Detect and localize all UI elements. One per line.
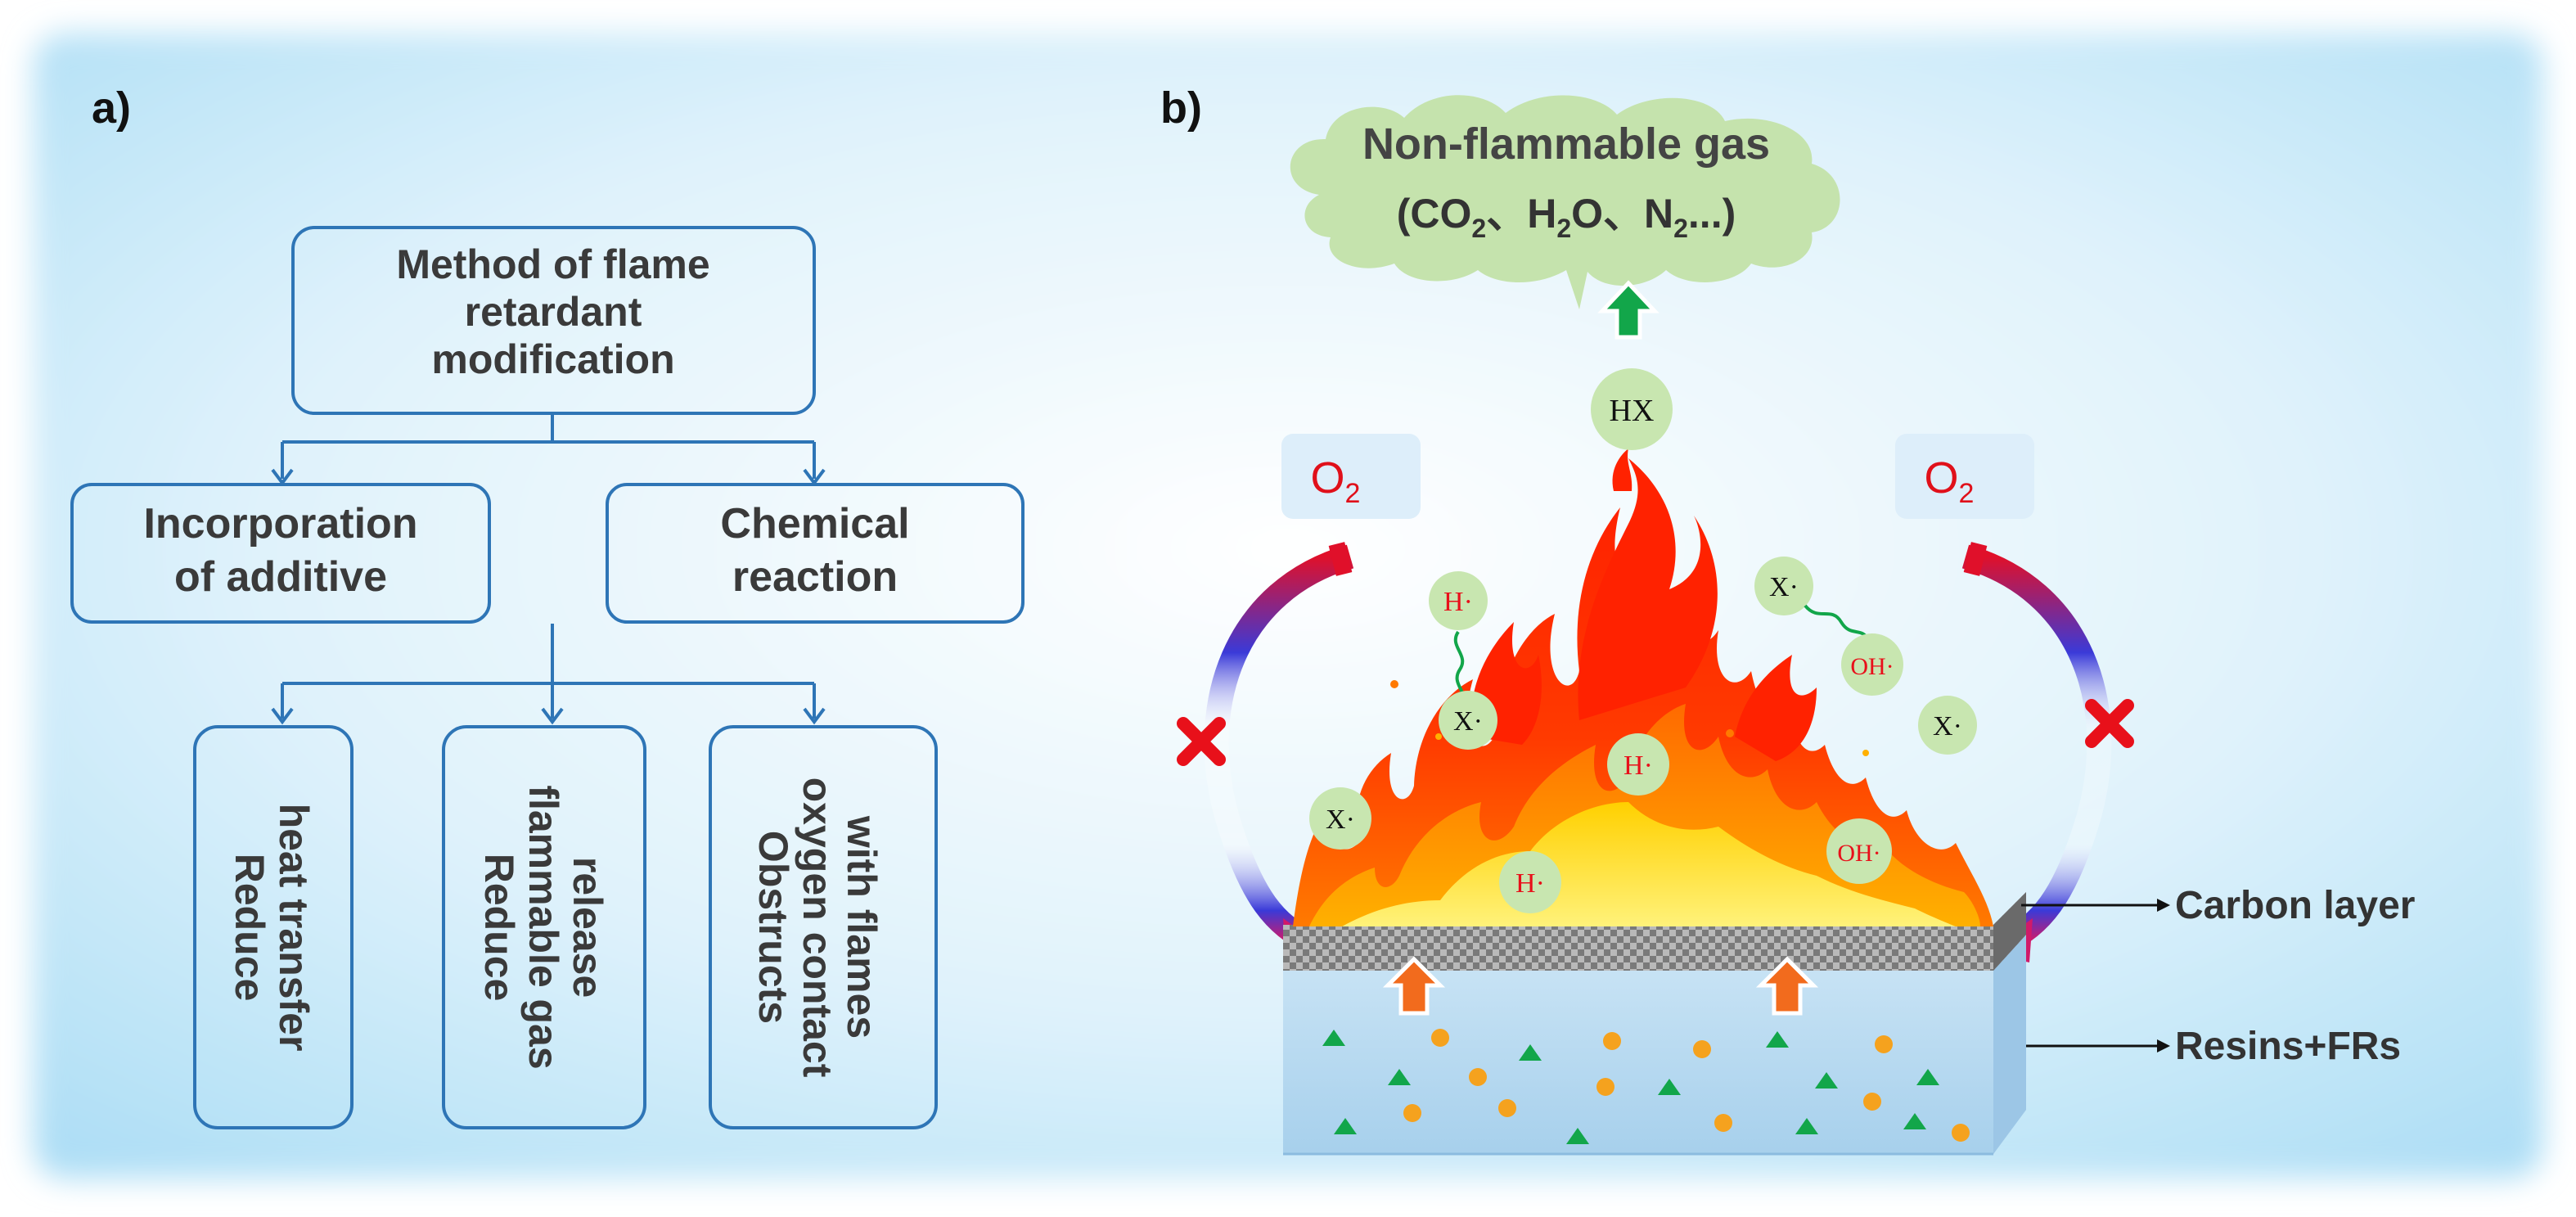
fr-triangle <box>1322 1030 1345 1046</box>
reduce-flammable-gas-box <box>442 725 646 1129</box>
cloud-line-2: (CO2、H2O、N2...) <box>1397 191 1736 243</box>
additive-box-line-1: Incorporation <box>143 500 417 548</box>
panel-a: a) Method of flame retardant modificatio… <box>70 83 1025 1129</box>
svg-text:X·: X· <box>1769 572 1799 602</box>
panel-b: b) Non-flammable gas (CO2、H2O、N2...) O2 … <box>1160 83 2415 1156</box>
gas-box-line-2: flammable gas <box>520 785 566 1069</box>
oxygen-block-x-left <box>1177 717 1226 766</box>
flame-retardant-particles <box>1322 1029 1970 1144</box>
chemical-reaction-line-1: Chemical <box>720 500 909 548</box>
spark-dot <box>1390 680 1398 688</box>
panel-a-connectors <box>281 413 816 719</box>
fr-dot <box>1952 1124 1970 1142</box>
oxygen-label-right: O2 <box>1895 434 2034 519</box>
radical-x-right: X· <box>1918 696 1977 755</box>
fr-dot <box>1603 1032 1621 1050</box>
root-box-line-2: retardant <box>465 289 642 335</box>
carbon-layer-label: Carbon layer <box>2175 884 2415 927</box>
svg-text:OH·: OH· <box>1837 840 1880 867</box>
resin-layer <box>1283 935 2026 1156</box>
flame-tall-tongue <box>1578 458 1718 720</box>
carbon-layer-callout: Carbon layer <box>2021 884 2415 927</box>
radical-hx: HX <box>1591 368 1673 450</box>
spark-dot <box>1726 729 1734 737</box>
fr-triangle <box>1903 1113 1926 1129</box>
panel-b-label: b) <box>1160 83 1202 133</box>
oxygen-box-line-1: Obstructs <box>750 831 796 1024</box>
flame-right-tongue <box>1735 655 1817 761</box>
fr-dot <box>1498 1099 1516 1117</box>
oxygen-box-line-2: oxygen contact <box>795 778 840 1078</box>
radical-h-lower: H· <box>1499 851 1561 913</box>
flames <box>1293 448 1993 926</box>
non-flammable-gas-cloud: Non-flammable gas (CO2、H2O、N2...) <box>1290 95 1840 309</box>
svg-text:X·: X· <box>1326 805 1355 835</box>
radical-h-center: H· <box>1607 733 1669 796</box>
heat-box-line-2: heat transfer <box>271 804 317 1052</box>
obstructs-oxygen-box <box>709 725 938 1129</box>
gas-box-line-1: Reduce <box>476 854 522 1002</box>
fr-triangle <box>1519 1044 1542 1061</box>
chemical-reaction-box <box>606 483 1025 624</box>
fr-dot <box>1596 1078 1615 1096</box>
radical-x-left-lower: X· <box>1309 787 1371 850</box>
fr-dot <box>1469 1068 1487 1086</box>
svg-text:X·: X· <box>1453 706 1483 737</box>
radical-x-left-upper: X· <box>1439 691 1497 750</box>
svg-text:H·: H· <box>1624 750 1653 781</box>
spark-dot <box>1435 733 1442 740</box>
svg-text:O2: O2 <box>1925 453 1975 509</box>
oxygen-block-x-right <box>2085 699 2134 748</box>
fr-dot <box>1714 1114 1732 1132</box>
flame-core <box>1342 802 1956 926</box>
oxygen-box-line-3: with flames <box>839 815 885 1039</box>
fr-triangle <box>1766 1031 1789 1048</box>
fr-dot <box>1875 1035 1893 1053</box>
oxygen-label-left: O2 <box>1281 434 1421 519</box>
fr-dot <box>1403 1104 1421 1122</box>
radical-h-top-left: H· <box>1429 571 1488 630</box>
heat-arrow-right <box>1755 956 1819 1016</box>
carbon-layer <box>1283 892 2026 971</box>
gas-box-line-3: release <box>565 857 610 998</box>
radical-oh-lower: OH· <box>1826 818 1892 884</box>
svg-text:HX: HX <box>1610 394 1655 428</box>
root-box <box>291 226 816 415</box>
fr-triangle <box>1916 1069 1939 1085</box>
fr-triangle <box>1658 1079 1681 1095</box>
fr-triangle <box>1334 1118 1357 1134</box>
spark-dot <box>1862 750 1869 756</box>
fr-triangle <box>1815 1072 1838 1089</box>
additive-box-line-2: of additive <box>174 553 387 601</box>
cloud-line-1: Non-flammable gas <box>1362 119 1770 169</box>
svg-text:H·: H· <box>1443 587 1473 617</box>
additive-box <box>70 483 491 624</box>
radical-x-top-right: X· <box>1754 557 1813 615</box>
fr-triangle <box>1566 1128 1589 1144</box>
svg-text:X·: X· <box>1933 711 1962 741</box>
radical-oh-upper: OH· <box>1841 633 1903 696</box>
fr-dot <box>1693 1040 1711 1058</box>
resin-label: Resins+FRs <box>2175 1025 2401 1068</box>
fr-triangle <box>1388 1069 1411 1085</box>
fr-triangle <box>1795 1118 1818 1134</box>
gas-release-arrow <box>1597 280 1660 340</box>
svg-text:O2: O2 <box>1311 453 1361 509</box>
svg-text:OH·: OH· <box>1850 653 1894 680</box>
flame-spark <box>1612 448 1633 491</box>
panel-a-label: a) <box>92 83 131 133</box>
reduce-heat-transfer-box <box>193 725 354 1129</box>
heat-arrow-left <box>1382 956 1446 1016</box>
root-box-line-1: Method of flame <box>396 241 709 287</box>
fr-dot <box>1863 1093 1881 1111</box>
chemical-reaction-line-2: reaction <box>732 553 898 601</box>
radical-bond-right <box>1804 604 1871 642</box>
resin-callout: Resins+FRs <box>2026 1025 2401 1068</box>
root-box-line-3: modification <box>431 336 674 382</box>
fr-dot <box>1431 1029 1449 1047</box>
heat-box-line-1: Reduce <box>227 854 272 1002</box>
svg-text:H·: H· <box>1515 868 1545 899</box>
